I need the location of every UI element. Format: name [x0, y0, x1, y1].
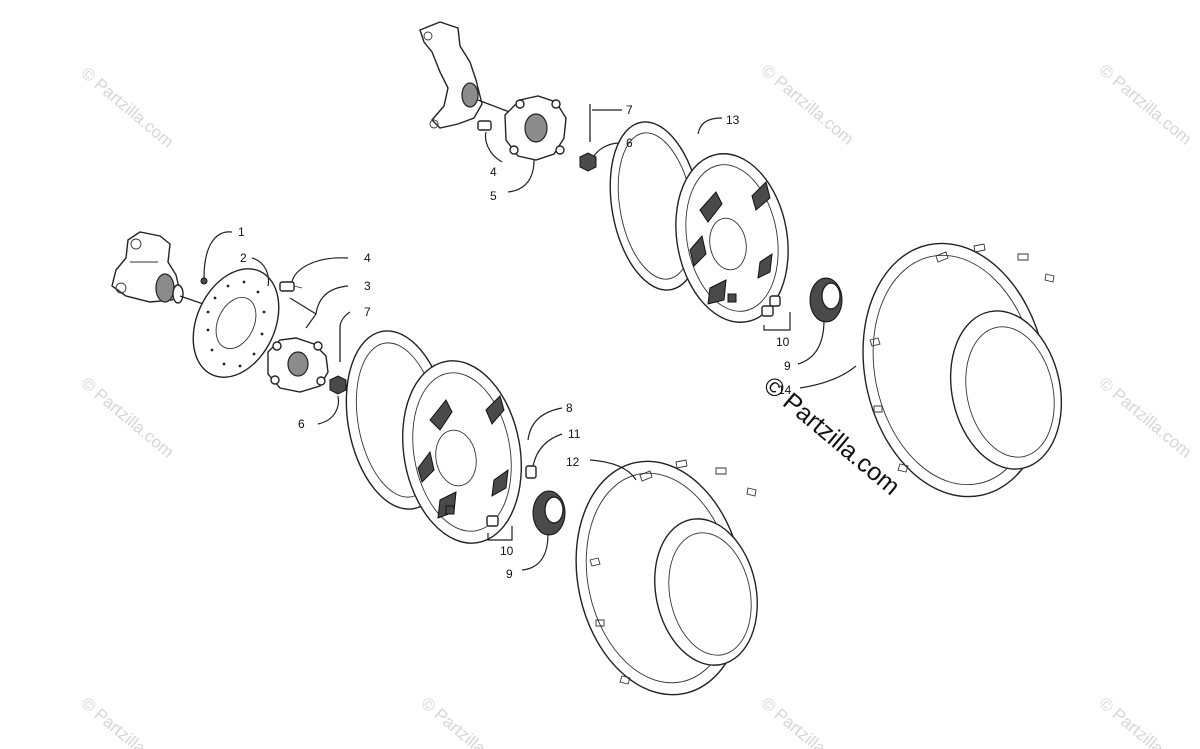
watermark: © Partzilla.com — [1095, 61, 1195, 149]
right-rim — [609, 121, 789, 323]
callouts: 1 2 3 4 7 6 7 6 4 5 13 8 11 12 10 9 10 9… — [238, 103, 792, 581]
tread-blocks — [869, 243, 1055, 473]
left-brake-disc — [192, 268, 280, 378]
callout-label: 4 — [490, 165, 497, 179]
watermark: © Partzilla.com — [757, 61, 857, 149]
callout-label: 6 — [298, 417, 305, 431]
callout-label: 9 — [506, 567, 513, 581]
watermark: © Partzilla.com — [1095, 694, 1195, 749]
callout-label: 10 — [776, 335, 790, 349]
callout-label: 3 — [364, 279, 371, 293]
left-axle-nut — [329, 375, 347, 395]
tread-blocks — [589, 459, 757, 685]
right-tire — [862, 242, 1063, 498]
watermark: © Partzilla.com — [1095, 374, 1195, 462]
left-rim — [345, 330, 523, 544]
watermark: © Partzilla.com — [757, 694, 857, 749]
top-axle-nut — [579, 152, 597, 172]
right-center-cap — [809, 277, 843, 323]
watermark: © Partzilla.com — [77, 374, 177, 462]
left-lug-nuts — [445, 505, 499, 527]
left-valve-stem — [525, 465, 537, 479]
left-wheel-hub — [267, 337, 329, 393]
leader-lines — [203, 109, 857, 571]
callout-label: 5 — [490, 189, 497, 203]
callout-label: 6 — [626, 136, 633, 150]
top-hub-stud — [477, 120, 492, 131]
watermark: © Partzilla.com — [77, 694, 177, 749]
left-tire — [575, 459, 758, 696]
callout-label: 1 — [238, 225, 245, 239]
left-center-cap — [532, 490, 566, 536]
callout-label: 2 — [240, 251, 247, 265]
callout-label: 7 — [364, 305, 371, 319]
left-steering-knuckle — [111, 231, 184, 304]
callout-label: 8 — [566, 401, 573, 415]
right-lug-nuts — [727, 293, 781, 317]
disc-holes — [206, 280, 266, 368]
watermark: © Partzilla.com — [417, 694, 517, 749]
callout-label: 12 — [566, 455, 580, 469]
callout-label: 4 — [364, 251, 371, 265]
callout-label: 13 — [726, 113, 740, 127]
callout-label: 10 — [500, 544, 514, 558]
callout-label: 7 — [626, 103, 633, 117]
callout-label: 9 — [784, 359, 791, 373]
top-steering-knuckle — [419, 21, 521, 129]
top-wheel-hub — [504, 95, 567, 161]
left-hub-stud — [279, 281, 303, 292]
callout-label: 14 — [778, 383, 792, 397]
left-disc-screw — [200, 277, 208, 285]
watermark: © Partzilla.com — [77, 64, 177, 152]
callout-label: 11 — [568, 427, 581, 441]
